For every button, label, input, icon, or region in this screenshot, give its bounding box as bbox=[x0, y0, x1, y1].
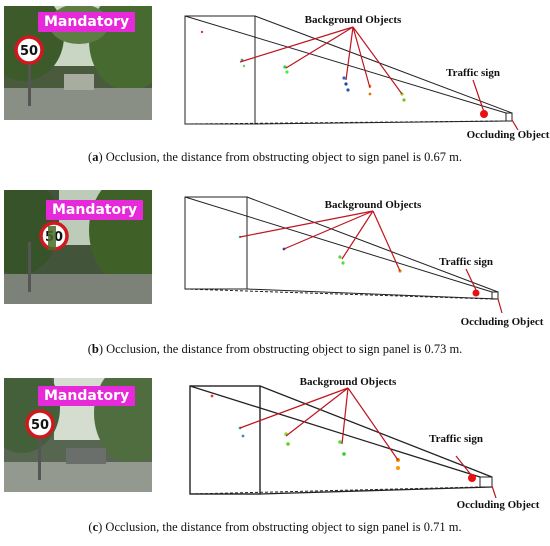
point-cloud bbox=[200, 30, 406, 102]
caption-b: (b) Occlusion, the distance from obstruc… bbox=[87, 342, 463, 356]
sign-number: 50 bbox=[20, 44, 38, 59]
point-cloud bbox=[210, 394, 400, 470]
frustum-edge bbox=[189, 385, 481, 478]
frustum-edge bbox=[184, 196, 493, 293]
lidar-frustum-diagram-b: Background Objects Traffic sign Occludin… bbox=[184, 196, 544, 328]
label-background-objects: Background Objects bbox=[300, 376, 397, 388]
label-background-objects: Background Objects bbox=[305, 14, 402, 26]
mandatory-badge: Mandatory bbox=[46, 200, 144, 220]
caption-letter: a bbox=[92, 150, 99, 164]
far-plane bbox=[491, 291, 499, 300]
frustum-edge bbox=[259, 486, 493, 495]
pointer-lines bbox=[239, 387, 497, 499]
frustum-edge-hidden bbox=[184, 288, 493, 300]
frustum-edge-hidden bbox=[184, 120, 507, 125]
far-plane bbox=[479, 476, 493, 488]
panel-a: 50 Mandatory Backgroun bbox=[0, 0, 550, 180]
frustum-edge-hidden bbox=[189, 486, 481, 495]
street-photo-b: 50 Mandatory bbox=[4, 190, 152, 304]
traffic-sign-point bbox=[468, 474, 476, 482]
caption-text: Occlusion, the distance from obstructing… bbox=[102, 150, 462, 164]
label-occluding-object: Occluding Object bbox=[457, 499, 540, 511]
street-photo-a: 50 Mandatory bbox=[4, 6, 152, 120]
near-plane bbox=[184, 15, 256, 125]
frustum-edge bbox=[254, 120, 513, 125]
lidar-frustum-diagram-c: Background Objects Traffic sign Occludin… bbox=[189, 376, 540, 511]
near-plane bbox=[189, 385, 261, 495]
frustum-edge bbox=[246, 196, 499, 293]
label-occluding-object: Occluding Object bbox=[467, 129, 550, 141]
near-plane bbox=[184, 196, 248, 290]
caption-c: (c) Occlusion, the distance from obstruc… bbox=[88, 520, 462, 534]
occluding-leaves bbox=[48, 226, 56, 250]
label-traffic-sign: Traffic sign bbox=[439, 256, 493, 268]
panel-c: 50 Mandatory Background Objects Traffic … bbox=[0, 372, 550, 546]
mandatory-badge: Mandatory bbox=[38, 386, 136, 406]
label-traffic-sign: Traffic sign bbox=[446, 67, 500, 79]
frustum-edge bbox=[254, 15, 513, 114]
label-traffic-sign: Traffic sign bbox=[429, 433, 483, 445]
caption-a: (a) Occlusion, the distance from obstruc… bbox=[88, 150, 462, 164]
traffic-sign-point bbox=[472, 289, 480, 297]
caption-letter: c bbox=[92, 520, 99, 534]
far-plane bbox=[505, 112, 513, 122]
caption-text: Occlusion, the distance from obstructing… bbox=[102, 342, 463, 356]
pointer-lines bbox=[239, 210, 503, 314]
street-photo-c: 50 Mandatory bbox=[4, 378, 152, 492]
mandatory-badge: Mandatory bbox=[38, 12, 136, 32]
lidar-frustum-diagram-a: Background Objects Traffic sign Occludin… bbox=[184, 14, 550, 141]
panel-b: 50 Mandatory Background Objects Traffic … bbox=[0, 185, 550, 365]
frustum-edge bbox=[259, 385, 493, 478]
caption-text: Occlusion, the distance from obstructing… bbox=[102, 520, 462, 534]
traffic-sign-point bbox=[480, 110, 488, 118]
label-background-objects: Background Objects bbox=[325, 199, 422, 211]
frustum-edge bbox=[184, 15, 507, 114]
pointer-lines bbox=[239, 26, 519, 131]
point-cloud bbox=[238, 235, 402, 273]
label-occluding-object: Occluding Object bbox=[461, 316, 544, 328]
sign-number: 50 bbox=[31, 418, 49, 433]
caption-letter: b bbox=[91, 342, 99, 356]
